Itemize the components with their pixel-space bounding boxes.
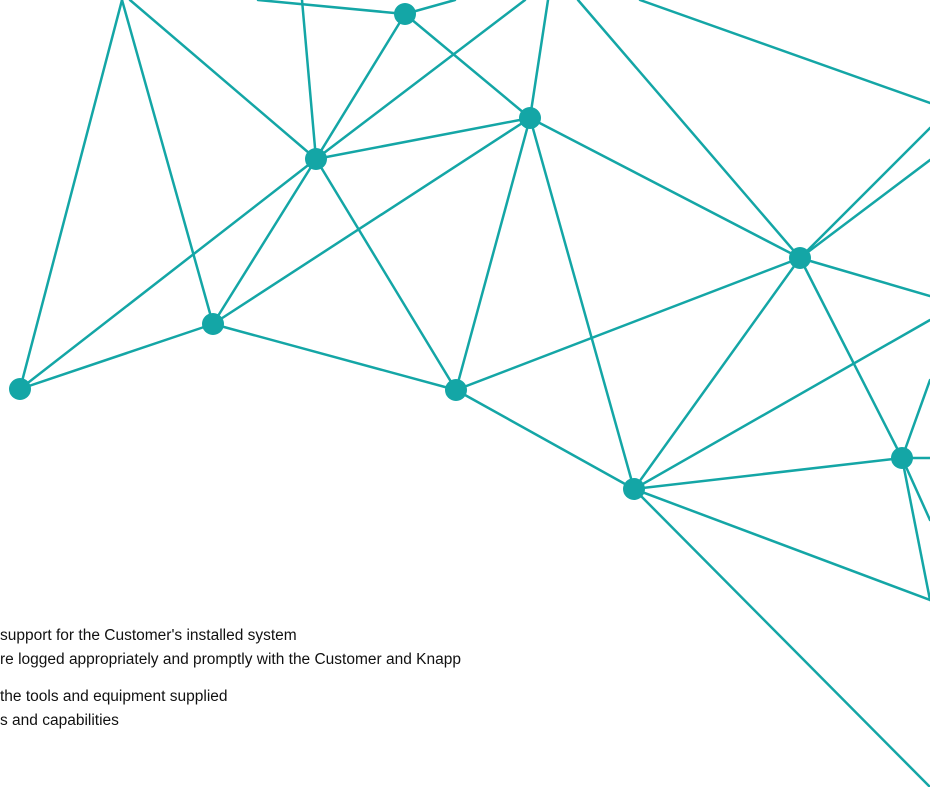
network-edge bbox=[211, 322, 458, 392]
network-edge bbox=[632, 456, 904, 491]
network-edge bbox=[528, 0, 550, 120]
network-edge bbox=[314, 116, 532, 161]
network-node bbox=[9, 378, 31, 400]
network-edge bbox=[454, 116, 532, 392]
network-edge bbox=[638, 0, 930, 105]
network-edge bbox=[632, 256, 802, 491]
network-node bbox=[394, 3, 416, 25]
text-line: the tools and equipment supplied bbox=[0, 688, 228, 705]
network-edge bbox=[900, 378, 930, 460]
network-edge bbox=[120, 0, 215, 326]
network-node bbox=[519, 107, 541, 129]
network-edge bbox=[403, 12, 532, 120]
network-edge bbox=[798, 126, 930, 260]
network-edge bbox=[18, 0, 124, 391]
network-edge bbox=[454, 256, 802, 392]
network-node bbox=[445, 379, 467, 401]
network-edge bbox=[798, 256, 930, 298]
network-node bbox=[202, 313, 224, 335]
text-line: s and capabilities bbox=[0, 712, 119, 729]
network-edge bbox=[300, 0, 318, 161]
network-edge bbox=[314, 157, 458, 392]
network-nodes bbox=[9, 3, 913, 500]
network-edge bbox=[18, 157, 318, 391]
network-edge bbox=[632, 487, 930, 787]
network-edge bbox=[900, 456, 930, 522]
network-node bbox=[305, 148, 327, 170]
network-edge bbox=[256, 0, 407, 16]
network-edge bbox=[314, 0, 527, 161]
network-node bbox=[789, 247, 811, 269]
network-edge bbox=[211, 157, 318, 326]
network-edge bbox=[528, 116, 802, 260]
network-node bbox=[891, 447, 913, 469]
network-edge bbox=[900, 456, 930, 602]
network-edge bbox=[128, 0, 318, 161]
network-node bbox=[623, 478, 645, 500]
network-edges bbox=[18, 0, 930, 787]
network-edge bbox=[798, 256, 904, 460]
network-edge bbox=[314, 12, 407, 161]
network-edge bbox=[211, 116, 532, 326]
text-line: support for the Customer's installed sys… bbox=[0, 627, 297, 644]
network-edge bbox=[632, 318, 930, 491]
text-line: re logged appropriately and promptly wit… bbox=[0, 651, 461, 668]
network-edge bbox=[798, 158, 930, 260]
network-edge bbox=[576, 0, 802, 260]
network-edge bbox=[632, 487, 930, 602]
network-edge bbox=[18, 322, 215, 391]
network-edge bbox=[454, 388, 636, 491]
network-edge bbox=[528, 116, 636, 491]
